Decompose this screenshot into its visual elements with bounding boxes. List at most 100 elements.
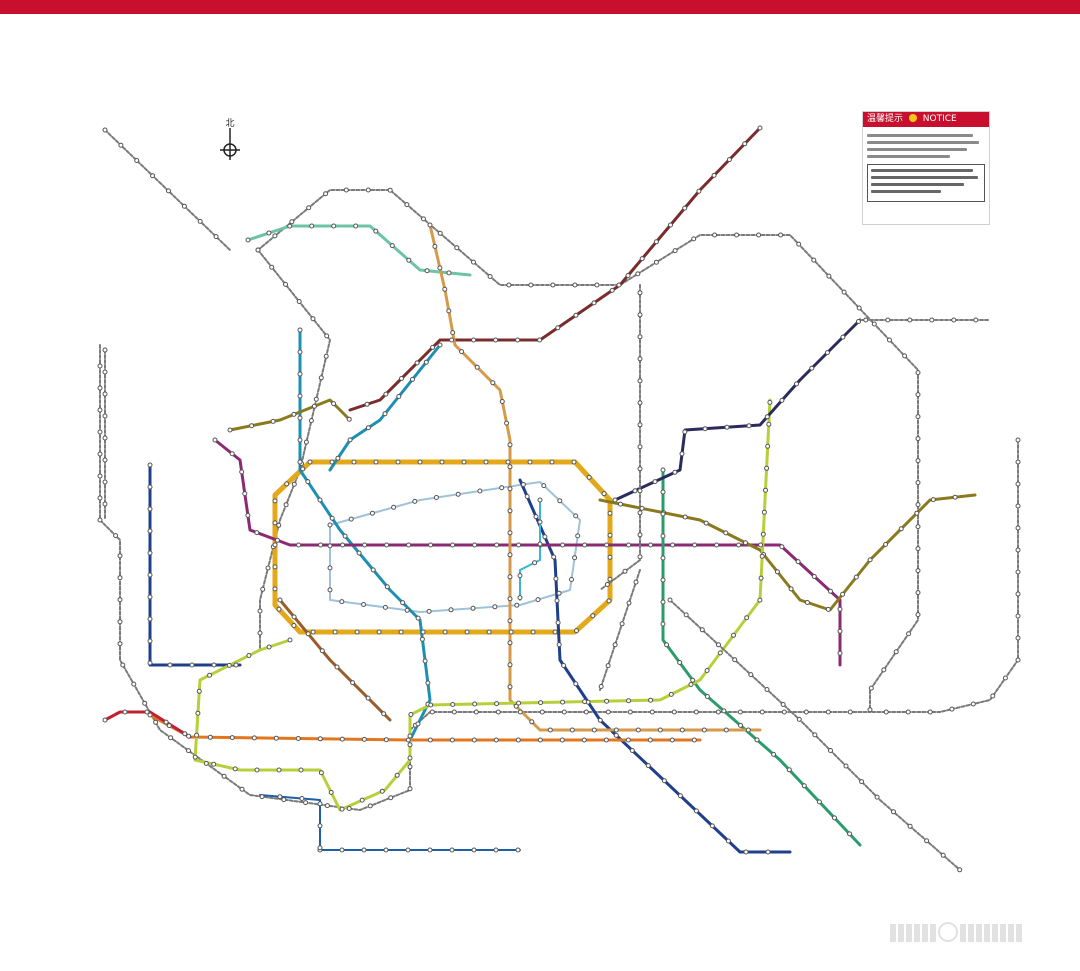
station-dot[interactable] xyxy=(245,512,251,518)
station-dot[interactable] xyxy=(117,641,123,647)
station-dot[interactable] xyxy=(533,514,539,520)
station-dot[interactable] xyxy=(557,498,563,504)
station-dot[interactable] xyxy=(653,239,659,245)
station-dot[interactable] xyxy=(340,542,346,548)
station-dot[interactable] xyxy=(871,321,877,327)
station-dot[interactable] xyxy=(677,793,683,799)
station-dot[interactable] xyxy=(150,173,156,179)
station-dot[interactable] xyxy=(212,437,218,443)
station-dot[interactable] xyxy=(682,429,688,435)
station-dot[interactable] xyxy=(494,542,500,548)
station-dot[interactable] xyxy=(407,742,413,748)
station-dot[interactable] xyxy=(516,542,522,548)
station-dot[interactable] xyxy=(407,764,413,770)
station-dot[interactable] xyxy=(186,733,192,739)
station-dot[interactable] xyxy=(724,424,730,430)
station-dot[interactable] xyxy=(816,799,822,805)
station-dot[interactable] xyxy=(265,565,271,571)
station-dot[interactable] xyxy=(629,748,635,753)
station-dot[interactable] xyxy=(635,727,641,733)
station-dot[interactable] xyxy=(310,629,316,635)
station-dot[interactable] xyxy=(284,481,290,487)
station-dot[interactable] xyxy=(837,606,843,612)
station-dot[interactable] xyxy=(448,607,454,613)
station-dot[interactable] xyxy=(272,520,278,526)
station-dot[interactable] xyxy=(311,403,317,409)
station-dot[interactable] xyxy=(396,394,402,399)
station-dot[interactable] xyxy=(637,532,643,538)
station-dot[interactable] xyxy=(915,436,921,442)
station-dot[interactable] xyxy=(324,333,330,339)
station-dot[interactable] xyxy=(118,142,124,148)
station-dot[interactable] xyxy=(809,365,815,371)
station-dot[interactable] xyxy=(272,542,278,548)
station-dot[interactable] xyxy=(415,615,421,621)
station-dot[interactable] xyxy=(930,497,936,503)
station-dot[interactable] xyxy=(297,349,303,355)
station-dot[interactable] xyxy=(767,399,773,405)
station-dot[interactable] xyxy=(351,459,357,465)
station-dot[interactable] xyxy=(949,706,955,712)
station-dot[interactable] xyxy=(1015,459,1021,465)
station-dot[interactable] xyxy=(331,401,337,407)
station-dot[interactable] xyxy=(618,501,623,507)
station-dot[interactable] xyxy=(668,222,673,228)
station-dot[interactable] xyxy=(412,498,418,504)
station-dot[interactable] xyxy=(572,282,578,288)
station-dot[interactable] xyxy=(134,158,140,163)
station-dot[interactable] xyxy=(300,466,306,472)
station-dot[interactable] xyxy=(272,498,278,504)
station-dot[interactable] xyxy=(832,815,837,821)
station-dot[interactable] xyxy=(266,644,272,650)
station-dot[interactable] xyxy=(306,205,312,211)
station-dot[interactable] xyxy=(400,600,406,606)
station-dot[interactable] xyxy=(102,369,108,375)
station-dot[interactable] xyxy=(754,737,760,743)
station-dot[interactable] xyxy=(117,553,123,559)
station-dot[interactable] xyxy=(339,806,345,812)
station-dot[interactable] xyxy=(365,425,371,431)
station-dot[interactable] xyxy=(429,709,435,715)
station-dot[interactable] xyxy=(561,663,567,668)
station-dot[interactable] xyxy=(682,514,688,520)
station-dot[interactable] xyxy=(571,459,577,465)
station-dot[interactable] xyxy=(774,569,780,575)
station-dot[interactable] xyxy=(990,693,996,699)
station-dot[interactable] xyxy=(843,763,849,769)
station-dot[interactable] xyxy=(303,800,309,806)
station-dot[interactable] xyxy=(573,513,579,519)
station-dot[interactable] xyxy=(1015,503,1021,509)
station-dot[interactable] xyxy=(874,794,880,800)
station-dot[interactable] xyxy=(147,616,153,622)
station-dot[interactable] xyxy=(395,459,401,465)
station-dot[interactable] xyxy=(459,349,465,355)
station-dot[interactable] xyxy=(323,353,329,359)
station-dot[interactable] xyxy=(1015,525,1021,531)
station-dot[interactable] xyxy=(404,202,410,208)
station-dot[interactable] xyxy=(376,629,382,635)
station-dot[interactable] xyxy=(737,709,743,715)
station-dot[interactable] xyxy=(323,191,329,197)
station-dot[interactable] xyxy=(633,579,639,585)
station-dot[interactable] xyxy=(471,737,477,743)
station-dot[interactable] xyxy=(637,378,643,384)
station-dot[interactable] xyxy=(590,613,596,619)
station-dot[interactable] xyxy=(232,766,238,772)
station-dot[interactable] xyxy=(530,629,536,635)
station-dot[interactable] xyxy=(353,223,359,229)
station-dot[interactable] xyxy=(507,530,513,536)
station-dot[interactable] xyxy=(437,265,443,271)
station-dot[interactable] xyxy=(692,542,698,548)
station-dot[interactable] xyxy=(637,554,643,560)
station-dot[interactable] xyxy=(361,736,367,742)
station-dot[interactable] xyxy=(168,735,174,741)
station-dot[interactable] xyxy=(317,801,323,807)
station-dot[interactable] xyxy=(549,459,555,465)
station-dot[interactable] xyxy=(801,783,807,789)
station-dot[interactable] xyxy=(415,721,421,727)
station-dot[interactable] xyxy=(607,510,613,516)
station-dot[interactable] xyxy=(515,847,521,853)
station-dot[interactable] xyxy=(305,479,311,485)
station-dot[interactable] xyxy=(573,681,579,687)
station-dot[interactable] xyxy=(492,604,498,610)
